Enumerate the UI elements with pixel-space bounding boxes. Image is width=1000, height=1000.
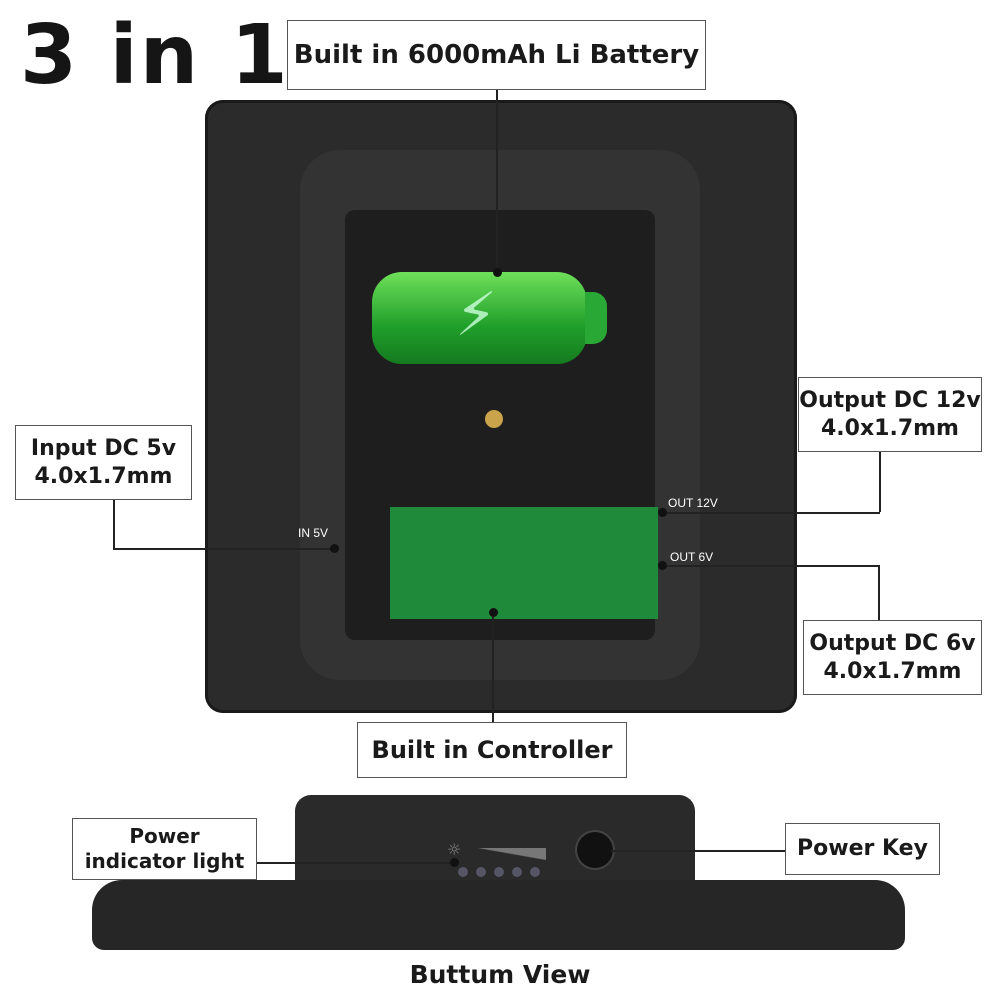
level-wedge bbox=[478, 848, 546, 860]
device-bottom-base bbox=[92, 880, 905, 950]
led-2 bbox=[476, 867, 486, 877]
output12-title: Output DC 12v bbox=[799, 388, 981, 413]
label-out12v: OUT 12V bbox=[668, 496, 718, 510]
callout-controller: Built in Controller bbox=[357, 722, 627, 778]
led-4 bbox=[512, 867, 522, 877]
caption: Buttum View bbox=[409, 960, 591, 989]
callout-battery: Built in 6000mAh Li Battery bbox=[287, 20, 706, 90]
lightning-icon: ⚡ bbox=[455, 280, 498, 350]
battery-icon bbox=[372, 272, 587, 364]
output12-size: 4.0x1.7mm bbox=[821, 415, 959, 441]
power-light-line2: indicator light bbox=[84, 849, 245, 873]
battery-cap bbox=[585, 292, 607, 344]
led-3 bbox=[494, 867, 504, 877]
headline: 3 in 1 bbox=[20, 8, 290, 103]
controller-pcb bbox=[390, 507, 658, 619]
led-1 bbox=[458, 867, 468, 877]
output6-title: Output DC 6v bbox=[809, 631, 976, 656]
power-light-line1: Power bbox=[129, 824, 200, 848]
output6-size: 4.0x1.7mm bbox=[823, 658, 962, 684]
led-5 bbox=[530, 867, 540, 877]
screw-icon bbox=[485, 410, 503, 428]
sun-icon: ☼ bbox=[447, 840, 462, 859]
label-out6v: OUT 6V bbox=[670, 550, 714, 564]
callout-power-key: Power Key bbox=[785, 823, 940, 875]
label-in5v: IN 5V bbox=[298, 526, 329, 540]
input-title: Input DC 5v bbox=[30, 436, 177, 461]
input-size: 4.0x1.7mm bbox=[34, 463, 173, 489]
